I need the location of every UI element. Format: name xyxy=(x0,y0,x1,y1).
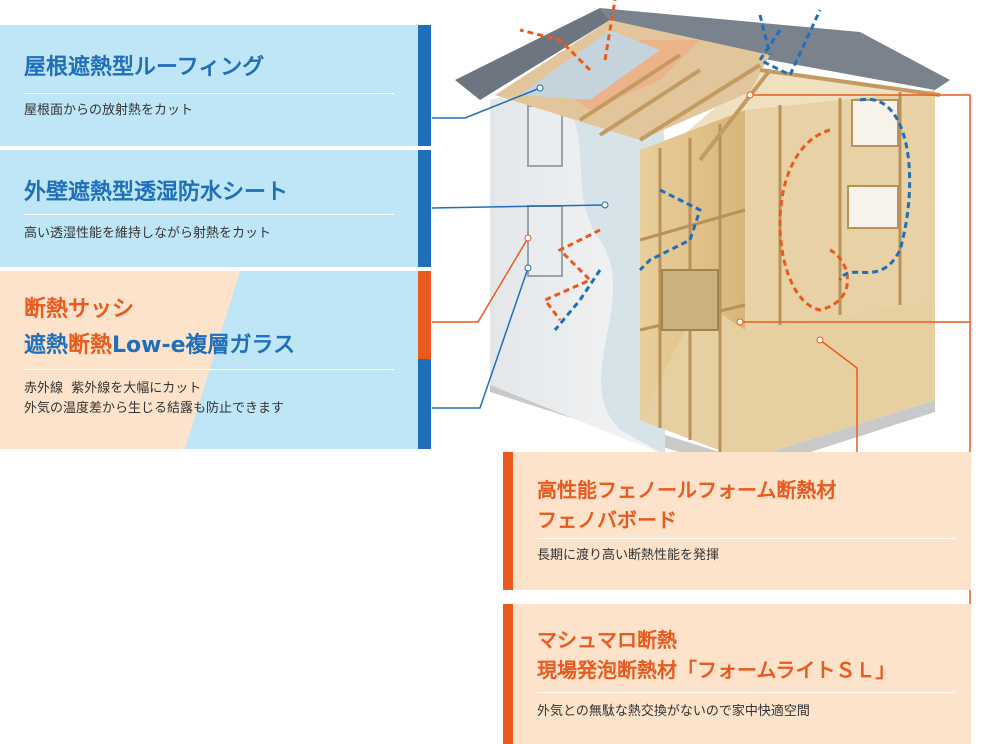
callout-phenol: 高性能フェノールフォーム断熱材 フェノバボード 長期に渡り高い断熱性能を発揮 xyxy=(513,452,971,590)
callout-foam-desc: 外気との無駄な熱交換がないので家中快適空間 xyxy=(537,704,810,719)
callout-sash-title-part-c: Low-e複層ガラス xyxy=(112,333,296,358)
callout-phenol-title-line2: フェノバボード xyxy=(537,508,677,532)
callout-foam-title-line2: 現場発泡断熱材「フォームライトＳＬ」 xyxy=(537,658,896,682)
callout-sash-title-line2: 遮熱断熱Low-e複層ガラス xyxy=(24,327,295,359)
callout-roofing-title: 屋根遮熱型ルーフィング xyxy=(24,55,265,80)
window-upper xyxy=(527,105,563,167)
studs xyxy=(639,92,902,452)
callout-wall-sheet-bar xyxy=(418,150,431,267)
window-lower xyxy=(527,205,563,277)
window-opening-wood xyxy=(661,269,719,331)
callout-roofing-desc: 屋根面からの放射熱をカット xyxy=(24,103,194,118)
callout-wall-sheet: 外壁遮熱型透湿防水シート 高い透湿性能を維持しながら射熱をカット xyxy=(0,150,418,267)
callout-foam-title-line1: マシュマロ断熱 xyxy=(537,628,677,652)
callout-sash-desc-line1: 赤外線 紫外線を大幅にカット xyxy=(24,381,202,396)
callout-wall-sheet-title: 外壁遮熱型透湿防水シート xyxy=(24,180,289,205)
callout-sash-title-line1: 断熱サッシ xyxy=(24,297,135,322)
callout-sash-desc-line2: 外気の温度差から生じる結露も防止できます xyxy=(24,401,285,416)
callout-roofing: 屋根遮熱型ルーフィング 屋根面からの放射熱をカット xyxy=(0,25,418,146)
roof-tiles xyxy=(455,8,610,100)
callout-phenol-title-line1: 高性能フェノールフォーム断熱材 xyxy=(537,478,837,502)
callout-phenol-desc: 長期に渡り高い断熱性能を発揮 xyxy=(537,548,720,563)
callout-sash-title-part-b: 断熱 xyxy=(68,333,113,358)
window-opening-back-upper xyxy=(851,99,899,147)
roof-underlay xyxy=(520,30,660,100)
callout-foam-bar xyxy=(503,604,513,744)
roof-tiles-right xyxy=(600,8,950,90)
window-opening-back xyxy=(847,185,899,229)
callout-roofing-bar xyxy=(418,25,431,146)
callout-sash-bar-blue xyxy=(418,359,431,449)
floor xyxy=(640,300,935,460)
callout-sash-title-part-a: 遮熱 xyxy=(24,333,69,358)
heat-flow-arrows xyxy=(519,0,912,331)
callout-wall-sheet-desc: 高い透湿性能を維持しながら射熱をカット xyxy=(24,226,272,241)
callout-sash-bar-orange xyxy=(418,271,431,359)
callout-sash: 断熱サッシ 遮熱断熱Low-e複層ガラス 赤外線 紫外線を大幅にカット 外気の温… xyxy=(0,271,418,449)
callout-phenol-bar xyxy=(503,452,513,590)
callout-foam: マシュマロ断熱 現場発泡断熱材「フォームライトＳＬ」 外気との無駄な熱交換がない… xyxy=(513,604,971,744)
sash-panel-background xyxy=(0,271,240,449)
leader-dots xyxy=(524,84,824,344)
